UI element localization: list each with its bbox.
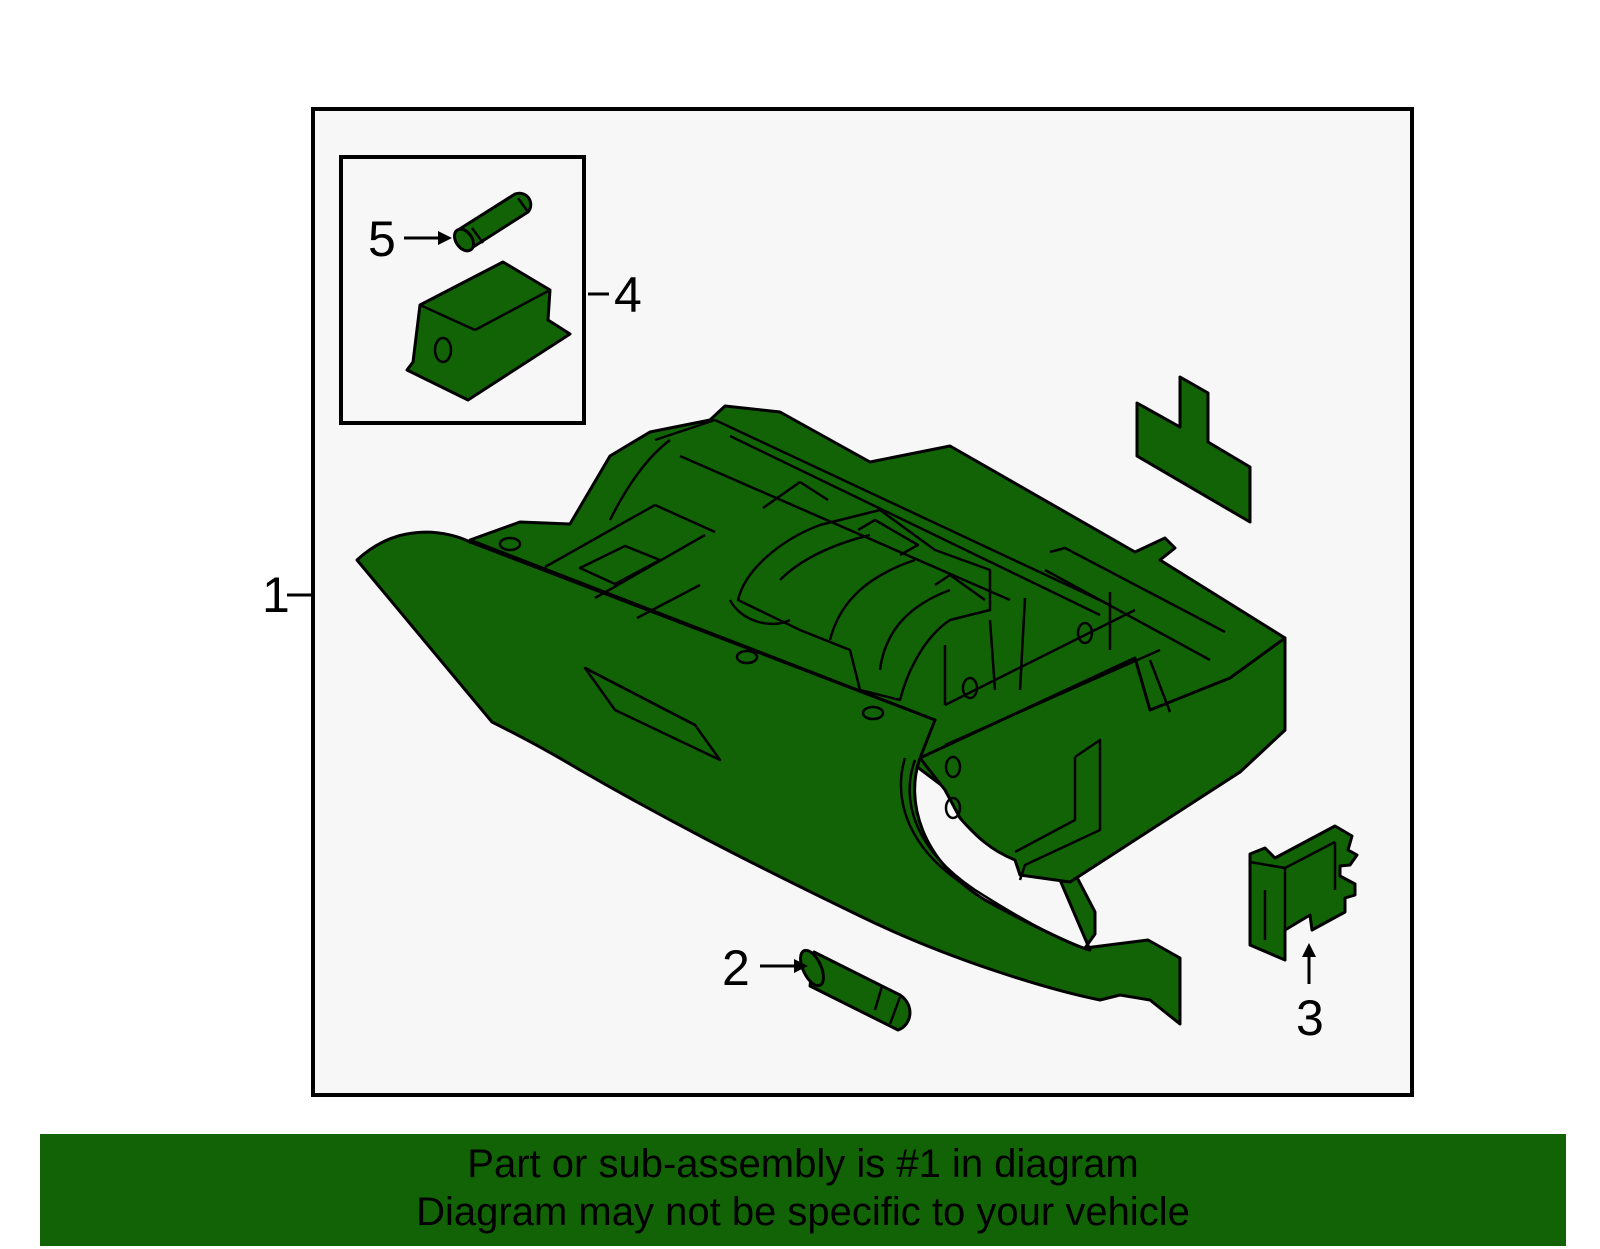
callout-5: 5 [368, 211, 396, 267]
switch-3 [1248, 824, 1359, 962]
latch-block [405, 260, 572, 402]
t-bracket [1135, 375, 1252, 524]
notice-banner: Part or sub-assembly is #1 in diagram Di… [40, 1134, 1566, 1246]
damper-2 [799, 948, 912, 1032]
notice-line-1: Part or sub-assembly is #1 in diagram [467, 1142, 1139, 1186]
callout-2: 2 [722, 940, 750, 996]
glove-box-assembly [355, 404, 1287, 1026]
callout-4: 4 [614, 267, 642, 323]
pin-5 [452, 191, 533, 253]
callout-3: 3 [1296, 990, 1324, 1046]
notice-line-2: Diagram may not be specific to your vehi… [416, 1190, 1190, 1234]
callout-1: 1 [262, 567, 290, 623]
